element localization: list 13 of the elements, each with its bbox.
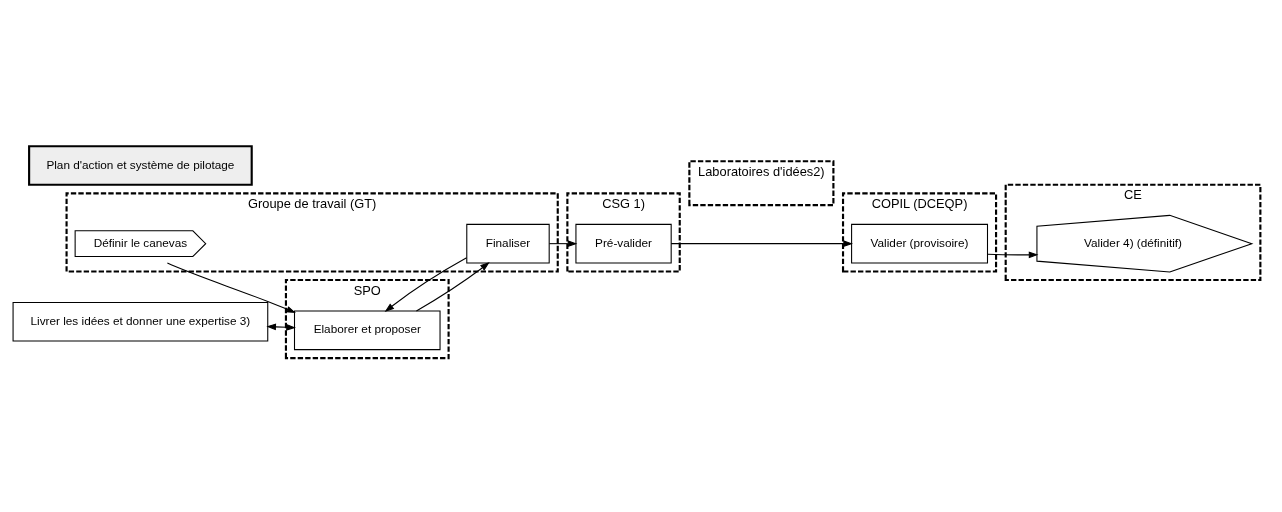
arrow <box>987 251 1039 258</box>
node-box: Plan d'action et système de pilotage <box>28 144 253 186</box>
node-box: Laboratoires d'idées2) <box>688 159 835 206</box>
node-box: Finaliser <box>466 223 550 263</box>
node-box: Valider (provisoire) <box>851 223 989 263</box>
node-box: Pré-valider <box>575 223 672 263</box>
arrow <box>384 256 468 312</box>
node-box: Elaborer et proposer <box>293 310 441 350</box>
node-box: Livrer les idées et donner une expertise 3) <box>12 301 269 342</box>
arrow <box>670 239 853 247</box>
arrow <box>266 323 296 331</box>
arrow <box>415 261 490 312</box>
arrow <box>548 239 578 247</box>
